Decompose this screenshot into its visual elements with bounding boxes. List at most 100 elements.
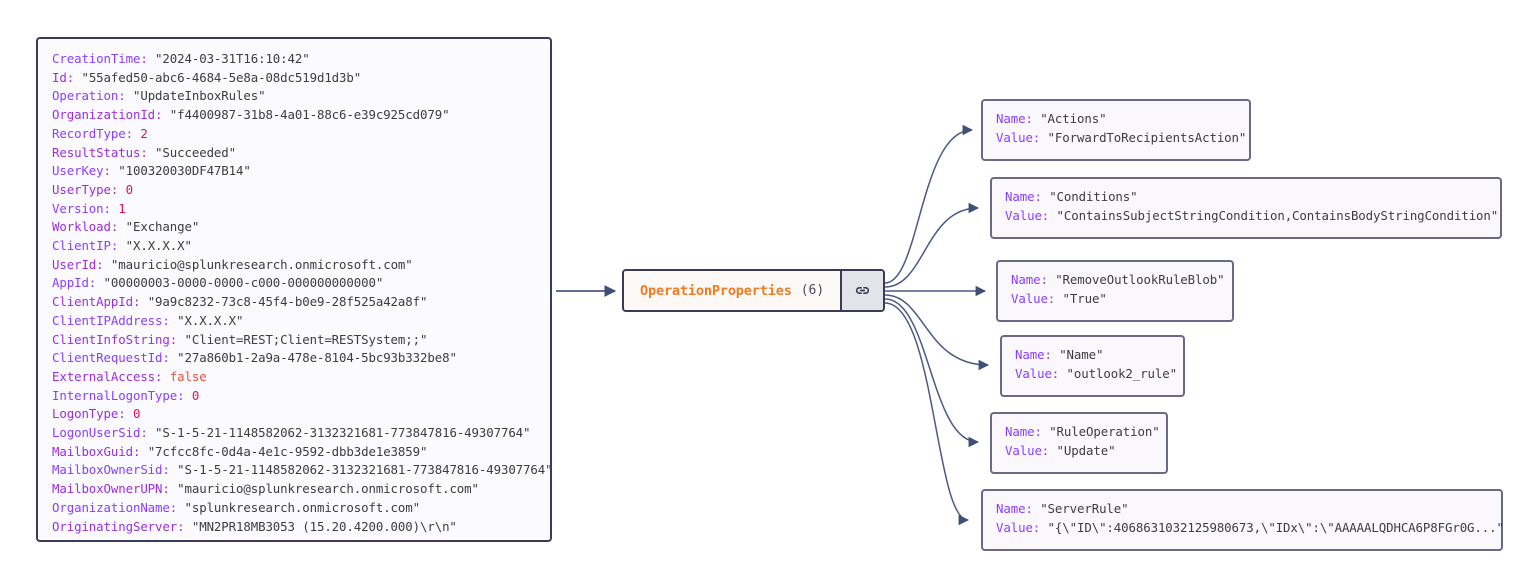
json-key: CreationTime: — [52, 51, 148, 66]
audit-event-json-panel[interactable]: CreationTime: "2024-03-31T16:10:42"Id: "… — [36, 37, 553, 542]
card-value-line: Value: "outlook2_rule" — [1015, 364, 1177, 383]
operation-properties-node-body[interactable]: OperationProperties (6) — [624, 271, 841, 310]
json-line: ClientAppId: "9a9c8232-73c8-45f4-b0e9-28… — [52, 293, 536, 312]
json-value: 0 — [125, 406, 141, 422]
json-key: Version: — [52, 200, 111, 216]
json-value: 0 — [118, 181, 133, 197]
json-key: OrganizationId: — [52, 107, 163, 123]
node-count-badge: (6) — [800, 283, 825, 298]
json-line: UserKey: "100320030DF47B14" — [52, 162, 536, 181]
json-key: Operation: — [52, 88, 126, 104]
card-name-label: Name: — [1005, 424, 1042, 439]
json-value: "55afed50-abc6-4684-5e8a-08dc519d1d3b" — [74, 69, 362, 85]
json-value: "MN2PR18MB3053 (15.20.4200.000)\r\n" — [184, 518, 457, 534]
property-card-conditions[interactable]: Name: "Conditions" Value: "ContainsSubje… — [990, 177, 1502, 239]
json-key: ClientIP: — [52, 238, 119, 254]
card-name-line: Name: "RemoveOutlookRuleBlob" — [1011, 270, 1225, 289]
node-title: OperationProperties — [640, 282, 792, 299]
json-value: "Succeeded" — [147, 144, 237, 160]
json-value: "Exchange" — [118, 219, 200, 235]
card-name-line: Name: "Name" — [1015, 345, 1170, 364]
edge-node-to-card-1 — [884, 124, 974, 284]
json-line: ClientIPAddress: "X.X.X.X" — [52, 312, 536, 331]
json-value: false — [162, 368, 207, 384]
json-value: "X.X.X.X" — [169, 312, 244, 328]
json-line: ExternalAccess: false — [52, 368, 536, 387]
card-value-line: Value: "True" — [1011, 289, 1219, 308]
operation-properties-node[interactable]: OperationProperties (6) — [622, 269, 886, 312]
json-key: Workload: — [52, 219, 119, 235]
json-line: ClientInfoString: "Client=REST;Client=RE… — [52, 331, 536, 350]
json-value: 2 — [132, 125, 148, 141]
card-value-label: Value: — [1005, 208, 1050, 223]
json-line: OrganizationId: "f4400987-31b8-4a01-88c6… — [52, 106, 536, 125]
card-name-value: "RuleOperation" — [1049, 424, 1160, 439]
card-name-label: Name: — [1005, 189, 1042, 204]
property-card-remove-outlook-rule-blob[interactable]: Name: "RemoveOutlookRuleBlob" Value: "Tr… — [996, 260, 1234, 322]
card-name-value: "Name" — [1059, 347, 1104, 362]
json-key: ClientAppId: — [52, 294, 141, 310]
link-chain-icon[interactable] — [840, 271, 884, 310]
json-value: "f4400987-31b8-4a01-88c6-e39c925cd079" — [162, 107, 450, 123]
json-value: "splunkresearch.onmicrosoft.com" — [177, 499, 420, 515]
edge-node-to-card-2 — [884, 202, 980, 288]
json-line: Id: "55afed50-abc6-4684-5e8a-08dc519d1d3… — [52, 69, 536, 88]
card-name-line: Name: "Actions" — [996, 109, 1236, 128]
property-card-actions[interactable]: Name: "Actions" Value: "ForwardToRecipie… — [981, 99, 1251, 161]
card-value-value: "ContainsSubjectStringCondition,Contains… — [1056, 208, 1499, 223]
json-key: ClientRequestId: — [52, 350, 170, 366]
card-value-value: "ForwardToRecipientsAction" — [1047, 130, 1247, 145]
json-line: Operation: "UpdateInboxRules" — [52, 87, 536, 106]
card-value-label: Value: — [1011, 291, 1056, 306]
json-value: 0 — [184, 387, 200, 403]
json-value: "00000003-0000-0000-c000-000000000000" — [96, 275, 384, 291]
json-key: MailboxOwnerSid: — [52, 462, 170, 478]
json-key: AppId: — [52, 275, 97, 291]
card-value-value: "outlook2_rule" — [1066, 366, 1178, 381]
json-key: UserKey: — [52, 163, 111, 179]
json-value: "mauricio@splunkresearch.onmicrosoft.com… — [169, 481, 479, 497]
card-value-value: "Update" — [1056, 443, 1116, 458]
json-line: CreationTime: "2024-03-31T16:10:42" — [52, 50, 536, 69]
json-value: 1 — [110, 200, 126, 216]
edge-node-to-card-6 — [884, 302, 970, 526]
card-value-line: Value: "ForwardToRecipientsAction" — [996, 128, 1246, 147]
json-line: UserType: 0 — [52, 181, 536, 200]
json-key: LogonType: — [52, 406, 126, 422]
json-line: ClientIP: "X.X.X.X" — [52, 237, 536, 256]
json-line: OrganizationName: "splunkresearch.onmicr… — [52, 499, 536, 518]
json-key: MailboxGuid: — [52, 443, 141, 459]
card-value-line: Value: "Update" — [1005, 441, 1153, 460]
card-name-line: Name: "Conditions" — [1005, 187, 1487, 206]
card-name-label: Name: — [996, 111, 1033, 126]
card-name-value: "ServerRule" — [1040, 501, 1129, 516]
card-value-label: Value: — [996, 520, 1041, 535]
json-key: ClientIPAddress: — [52, 312, 170, 328]
json-value: "2024-03-31T16:10:42" — [147, 51, 310, 66]
card-value-label: Value: — [1015, 366, 1060, 381]
json-line: ResultStatus: "Succeeded" — [52, 144, 536, 163]
json-key: RecordType: — [52, 125, 133, 141]
property-card-server-rule[interactable]: Name: "ServerRule" Value: "{\"ID\":40686… — [981, 489, 1504, 551]
json-value: "Client=REST;Client=RESTSystem;;" — [177, 331, 428, 347]
json-line: MailboxOwnerUPN: "mauricio@splunkresearc… — [52, 480, 536, 499]
card-name-label: Name: — [1015, 347, 1052, 362]
json-key: OrganizationName: — [52, 499, 178, 515]
json-key: Id: — [52, 69, 75, 85]
json-value: "7cfcc8fc-0d4a-4e1c-9592-dbb3de1e3859" — [140, 443, 428, 459]
card-name-label: Name: — [996, 501, 1033, 516]
json-key: LogonUserSid: — [52, 425, 148, 441]
json-key: ExternalAccess: — [52, 368, 163, 384]
property-card-rule-operation[interactable]: Name: "RuleOperation" Value: "Update" — [990, 412, 1168, 474]
json-line: LogonUserSid: "S-1-5-21-1148582062-31323… — [52, 424, 536, 443]
json-line: Workload: "Exchange" — [52, 218, 536, 237]
json-value: "UpdateInboxRules" — [125, 88, 266, 104]
card-value-label: Value: — [1005, 443, 1050, 458]
json-line: MailboxGuid: "7cfcc8fc-0d4a-4e1c-9592-db… — [52, 443, 536, 462]
card-name-value: "RemoveOutlookRuleBlob" — [1055, 272, 1225, 287]
property-card-name[interactable]: Name: "Name" Value: "outlook2_rule" — [1000, 335, 1185, 397]
card-name-line: Name: "RuleOperation" — [1005, 422, 1160, 441]
json-value: "100320030DF47B14" — [110, 163, 251, 179]
json-key: UserId: — [52, 256, 104, 272]
